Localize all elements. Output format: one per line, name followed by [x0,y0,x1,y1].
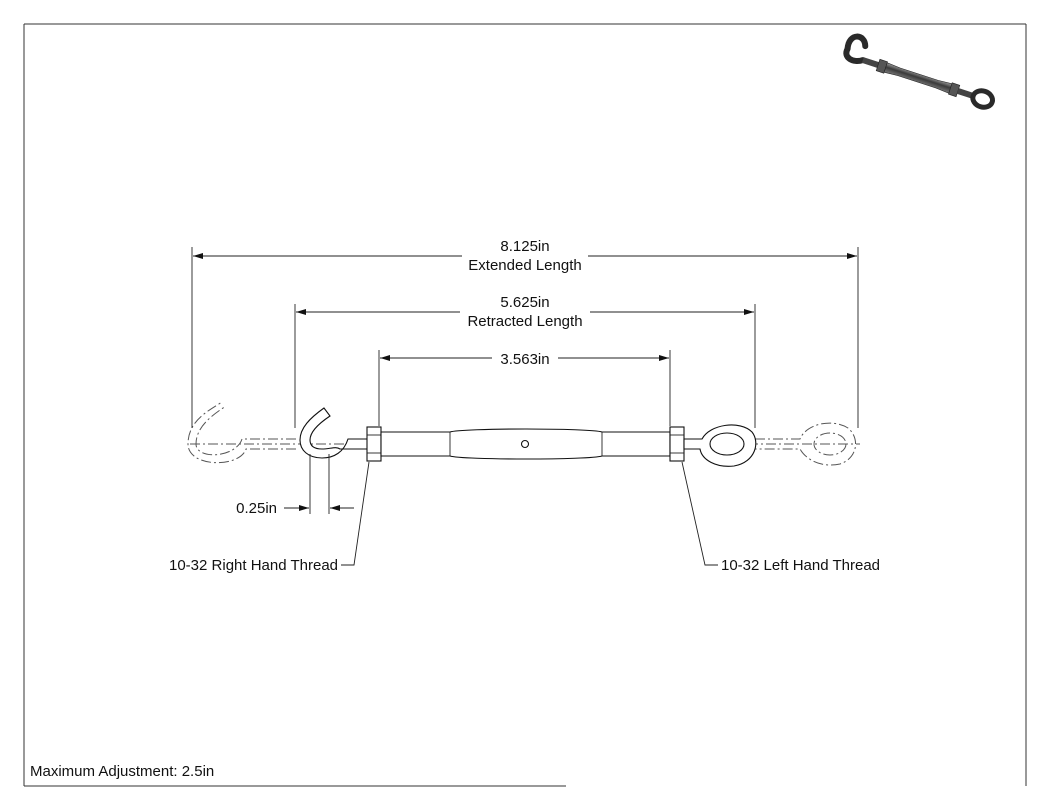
left-thread-label: 10-32 Left Hand Thread [721,557,880,574]
eye-end [683,424,757,467]
dimension-retracted-length: 5.625in Retracted Length [294,294,756,428]
extended-length-label: Extended Length [468,257,581,274]
maximum-adjustment-note: Maximum Adjustment: 2.5in [30,763,214,780]
callout-left-hand-thread: 10-32 Left Hand Thread [681,461,880,574]
callout-right-hand-thread: 10-32 Right Hand Thread [169,461,370,574]
phantom-hook [187,401,296,464]
right-thread-label: 10-32 Right Hand Thread [169,557,338,574]
isometric-thumbnail [843,33,995,110]
hook-gap-value: 0.25in [236,500,277,517]
dimension-extended-length: 8.125in Extended Length [191,238,859,428]
phantom-eye [755,422,856,466]
hook-end [299,407,369,459]
body-length-value: 3.563in [500,351,549,368]
extended-length-value: 8.125in [500,238,549,255]
retracted-length-value: 5.625in [500,294,549,311]
left-jam-nut [366,426,382,462]
dimension-body-length: 3.563in [378,350,671,426]
retracted-length-label: Retracted Length [467,313,582,330]
dimension-hook-gap: 0.25in [236,454,354,517]
drawing-border [23,23,1027,787]
turnbuckle-body [380,428,671,460]
right-jam-nut [669,426,685,462]
